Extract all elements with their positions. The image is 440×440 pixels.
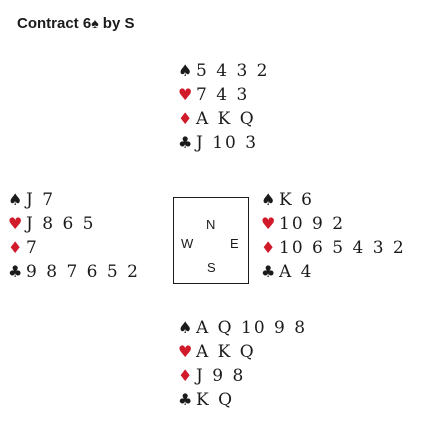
south-clubs-row: ♣K Q <box>178 388 307 412</box>
east-clubs: A 4 <box>279 262 314 282</box>
compass-east-label: E <box>230 236 239 251</box>
north-diamonds-row: ♦A K Q <box>178 107 269 131</box>
east-clubs-row: ♣A 4 <box>261 260 406 284</box>
south-diamonds-row: ♦J 9 8 <box>178 364 307 388</box>
club-icon: ♣ <box>261 262 276 281</box>
south-spades-row: ♠A Q 10 9 8 <box>178 316 307 340</box>
north-hearts: 7 4 3 <box>196 85 250 105</box>
west-hand: ♠J 7 ♥J 8 6 5 ♦7 ♣9 8 7 6 5 2 <box>8 188 140 284</box>
east-hearts: 10 9 2 <box>279 214 346 234</box>
south-spades: A Q 10 9 8 <box>196 318 308 338</box>
south-clubs: K Q <box>196 390 235 410</box>
diamond-icon: ♦ <box>178 366 193 385</box>
club-icon: ♣ <box>8 262 23 281</box>
north-hearts-row: ♥7 4 3 <box>178 83 269 107</box>
diamond-icon: ♦ <box>178 109 193 128</box>
compass-box: N W E S <box>173 197 249 284</box>
contract-title-prefix: Contract 6 <box>17 15 92 32</box>
south-hearts-row: ♥A K Q <box>178 340 307 364</box>
north-clubs-row: ♣J 10 3 <box>178 131 269 155</box>
south-hearts: A K Q <box>196 342 256 362</box>
east-spades-row: ♠K 6 <box>261 188 406 212</box>
heart-icon: ♥ <box>178 342 193 361</box>
heart-icon: ♥ <box>8 214 23 233</box>
contract-title: Contract 6♠ by S <box>17 15 134 32</box>
spade-icon: ♠ <box>178 61 193 80</box>
west-hearts-row: ♥J 8 6 5 <box>8 212 140 236</box>
east-hand: ♠K 6 ♥10 9 2 ♦10 6 5 4 3 2 ♣A 4 <box>261 188 406 284</box>
east-spades: K 6 <box>279 190 314 210</box>
south-diamonds: J 9 8 <box>196 366 246 386</box>
club-icon: ♣ <box>178 390 193 409</box>
west-clubs: 9 8 7 6 5 2 <box>26 262 140 282</box>
club-icon: ♣ <box>178 133 193 152</box>
west-spades: J 7 <box>26 190 56 210</box>
spade-icon: ♠ <box>8 190 23 209</box>
north-spades-row: ♠5 4 3 2 <box>178 59 269 83</box>
west-diamonds: 7 <box>26 238 39 258</box>
contract-title-suffix: by S <box>98 15 135 32</box>
north-clubs: J 10 3 <box>196 133 259 153</box>
heart-icon: ♥ <box>261 214 276 233</box>
diamond-icon: ♦ <box>8 238 23 257</box>
heart-icon: ♥ <box>178 85 193 104</box>
compass-west-label: W <box>181 236 194 251</box>
north-diamonds: A K Q <box>196 109 256 129</box>
south-hand: ♠A Q 10 9 8 ♥A K Q ♦J 9 8 ♣K Q <box>178 316 307 412</box>
spade-icon: ♠ <box>91 15 99 31</box>
spade-icon: ♠ <box>178 318 193 337</box>
east-diamonds-row: ♦10 6 5 4 3 2 <box>261 236 406 260</box>
west-diamonds-row: ♦7 <box>8 236 140 260</box>
compass-south-label: S <box>207 260 216 275</box>
north-spades: 5 4 3 2 <box>196 61 270 81</box>
spade-icon: ♠ <box>261 190 276 209</box>
west-hearts: J 8 6 5 <box>26 214 96 234</box>
compass-north-label: N <box>206 217 216 232</box>
diamond-icon: ♦ <box>261 238 276 257</box>
east-hearts-row: ♥10 9 2 <box>261 212 406 236</box>
north-hand: ♠5 4 3 2 ♥7 4 3 ♦A K Q ♣J 10 3 <box>178 59 269 155</box>
west-spades-row: ♠J 7 <box>8 188 140 212</box>
east-diamonds: 10 6 5 4 3 2 <box>279 238 406 258</box>
west-clubs-row: ♣9 8 7 6 5 2 <box>8 260 140 284</box>
